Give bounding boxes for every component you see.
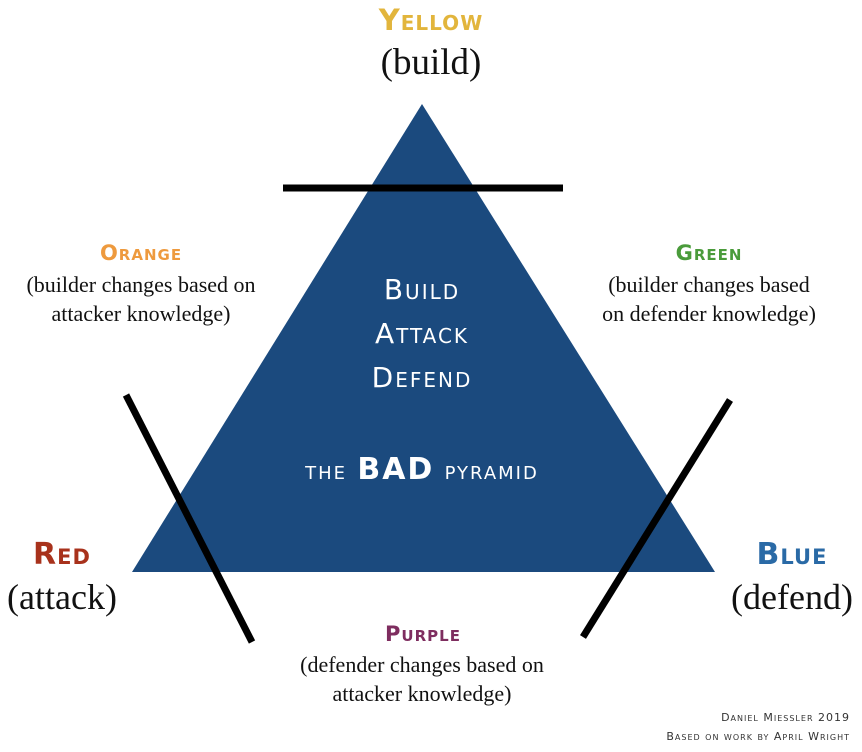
orange-team-label: Orange (99, 241, 183, 265)
pyramid-title-suffix: pyramid (444, 456, 539, 486)
green-description-line1: (builder changes based (608, 272, 810, 297)
purple-description-line2: attacker knowledge) (332, 681, 512, 706)
purple-description: (defender changes based on attacker know… (262, 650, 582, 708)
pyramid-title-bold: BAD (357, 452, 435, 487)
left-divider-bar (122, 393, 256, 644)
author-credit: Daniel Miessler 2019 (721, 711, 850, 724)
pyramid-title-prefix: the (305, 456, 348, 486)
green-description-line2: on defender knowledge) (602, 301, 816, 326)
red-role-label: (attack) (7, 577, 117, 617)
purple-description-line1: (defender changes based on (300, 652, 544, 677)
purple-team-label: Purple (385, 622, 461, 646)
orange-description: (builder changes based on attacker knowl… (0, 270, 282, 328)
blue-role-label: (defend) (731, 577, 853, 617)
pyramid-title: the BAD pyramid (262, 455, 582, 485)
blue-team-label: Blue (756, 537, 828, 572)
pyramid-line-attack: Attack (374, 317, 470, 350)
green-team-label: Green (675, 241, 743, 265)
right-divider-bar (580, 398, 733, 639)
orange-description-line1: (builder changes based on (26, 272, 256, 297)
pyramid-line-build: Build (383, 273, 461, 306)
yellow-team-label: Yellow (378, 3, 484, 37)
yellow-role-label: (build) (380, 42, 482, 83)
orange-description-line2: attacker knowledge) (51, 301, 231, 326)
source-credit: Based on work by April Wright (666, 730, 850, 743)
green-description: (builder changes based on defender knowl… (579, 270, 839, 328)
red-team-label: Red (33, 537, 91, 572)
pyramid-line-defend: Defend (371, 361, 473, 394)
pyramid-triangle (132, 104, 715, 572)
